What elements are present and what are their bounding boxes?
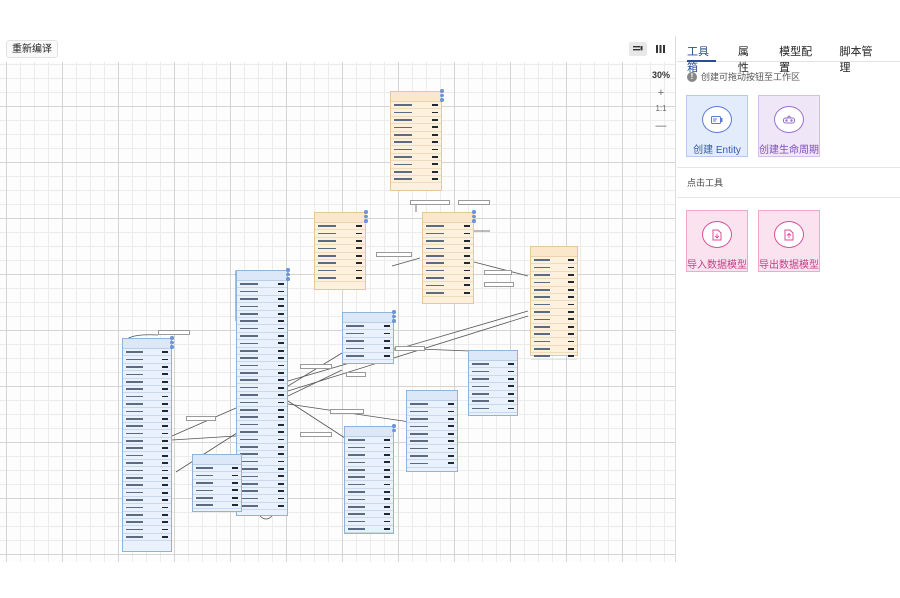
relation-tag[interactable] — [300, 432, 332, 437]
entity-handle[interactable] — [392, 310, 396, 324]
entity-header — [343, 313, 393, 323]
create-lifecycle-button[interactable]: 创建生命周期 — [758, 95, 820, 157]
export-data-model-label: 导出数据模型 — [759, 260, 819, 271]
entity-node[interactable] — [390, 89, 444, 191]
entity-header — [531, 247, 577, 257]
relation-tag[interactable] — [300, 364, 332, 369]
recompile-button[interactable]: 重新编译 — [6, 40, 58, 58]
tab-script-management[interactable]: 脚本管理 — [839, 46, 873, 74]
relation-tag[interactable] — [158, 330, 190, 335]
zoom-level: 30% — [651, 70, 670, 80]
info-icon: ! — [687, 71, 697, 82]
tab-model-config[interactable]: 模型配置 — [779, 46, 813, 74]
entity-handle[interactable] — [392, 424, 396, 433]
entity-handle[interactable] — [440, 89, 444, 103]
entity-header — [469, 351, 517, 361]
import-data-model-label: 导入数据模型 — [687, 260, 747, 271]
relation-tag[interactable] — [484, 282, 514, 287]
entity-header — [237, 271, 287, 281]
click-tools-title: 点击工具 — [687, 178, 724, 188]
entity-header — [123, 339, 171, 349]
panel-tabs: 工具箱 属性 模型配置 脚本管理 — [677, 36, 900, 74]
entity-handle[interactable] — [170, 336, 174, 350]
entity-node[interactable] — [344, 424, 396, 534]
relation-tag[interactable] — [330, 409, 364, 414]
divider — [677, 167, 900, 168]
model-canvas[interactable]: 重新编译 30% + 1:1 — — [0, 36, 676, 562]
lifecycle-icon — [774, 106, 804, 133]
create-tools: 创建 Entity 创建生命周期 — [677, 83, 900, 157]
divider — [677, 197, 900, 198]
entity-node[interactable] — [314, 210, 368, 290]
hint-text: 创建可拖动按钮至工作区 — [701, 72, 801, 82]
create-entity-label: 创建 Entity — [693, 145, 741, 156]
entity-header — [315, 213, 365, 223]
relation-tag[interactable] — [410, 200, 450, 205]
entity-node[interactable] — [530, 246, 578, 361]
entity-node[interactable] — [192, 454, 242, 512]
entity-header — [407, 391, 457, 401]
entity-node[interactable] — [236, 268, 290, 516]
export-data-model-button[interactable]: 导出数据模型 — [758, 210, 820, 272]
relation-tag[interactable] — [484, 270, 512, 275]
entity-header — [193, 455, 241, 465]
entity-icon — [702, 106, 732, 133]
zoom-out-button[interactable]: — — [655, 120, 667, 132]
relation-tag[interactable] — [395, 346, 425, 351]
canvas-toolbar: 重新编译 — [0, 36, 675, 62]
entity-handle[interactable] — [364, 210, 368, 224]
app-window: 重新编译 30% + 1:1 — — [0, 36, 900, 562]
zoom-reset-button[interactable]: 1:1 — [655, 104, 667, 113]
zoom-in-button[interactable]: + — [657, 87, 665, 99]
relation-tag[interactable] — [346, 372, 366, 377]
tab-toolbox[interactable]: 工具箱 — [687, 36, 716, 74]
relation-tag[interactable] — [186, 416, 216, 421]
tab-properties[interactable]: 属性 — [737, 46, 749, 74]
toolbox-hint: ! 创建可拖动按钮至工作区 — [677, 62, 900, 83]
import-data-model-button[interactable]: 导入数据模型 — [686, 210, 748, 272]
relation-tag[interactable] — [458, 200, 490, 205]
entity-header — [423, 213, 473, 223]
import-file-icon — [702, 221, 732, 248]
entity-node[interactable] — [468, 350, 518, 416]
export-file-icon — [774, 221, 804, 248]
entity-header — [345, 427, 393, 437]
entity-node[interactable] — [342, 310, 396, 364]
view-mode-grid-icon[interactable] — [651, 42, 669, 56]
relation-tag[interactable] — [376, 252, 412, 257]
entity-handle[interactable] — [472, 210, 476, 224]
view-mode-list-icon[interactable] — [629, 42, 647, 56]
entity-node[interactable] — [406, 390, 458, 472]
entity-handle[interactable] — [286, 268, 290, 282]
entity-node[interactable] — [122, 336, 174, 552]
zoom-controls: 30% + 1:1 — — [646, 70, 675, 132]
click-tools: 导入数据模型 导出数据模型 — [677, 198, 900, 272]
entity-header — [391, 92, 441, 102]
right-panel: 工具箱 属性 模型配置 脚本管理 ! 创建可拖动按钮至工作区 创建 Entity… — [677, 36, 900, 562]
entity-node[interactable] — [422, 210, 476, 304]
create-lifecycle-label: 创建生命周期 — [759, 145, 819, 156]
create-entity-button[interactable]: 创建 Entity — [686, 95, 748, 157]
